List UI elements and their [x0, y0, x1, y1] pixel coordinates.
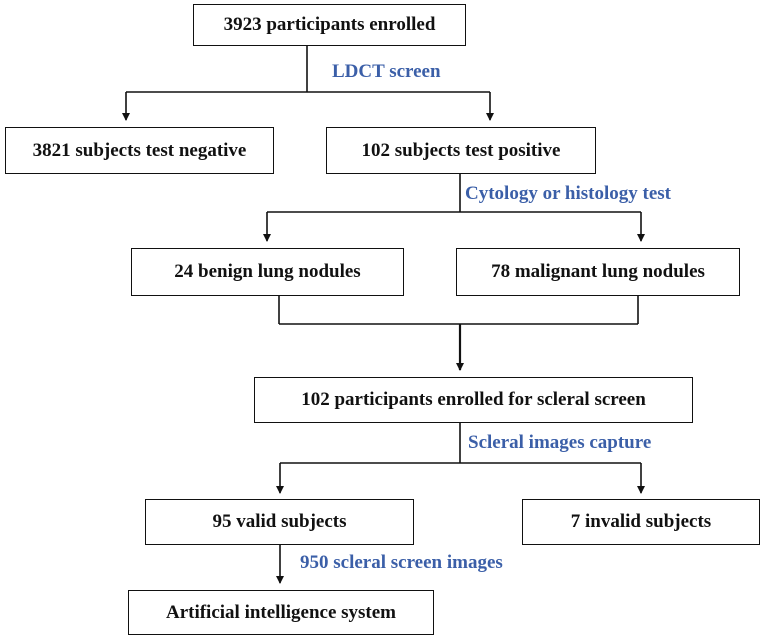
box-valid-subjects: 95 valid subjects — [145, 499, 414, 545]
label-ldct-screen: LDCT screen — [332, 61, 441, 82]
box-scleral-enrolled: 102 participants enrolled for scleral sc… — [254, 377, 693, 423]
box-malignant-nodules: 78 malignant lung nodules — [456, 248, 740, 296]
box-test-negative: 3821 subjects test negative — [5, 127, 274, 174]
box-participants-enrolled: 3923 participants enrolled — [193, 4, 466, 46]
box-invalid-subjects: 7 invalid subjects — [522, 499, 760, 545]
box-test-positive: 102 subjects test positive — [326, 127, 596, 174]
box-benign-nodules: 24 benign lung nodules — [131, 248, 404, 296]
label-cytology-histology: Cytology or histology test — [465, 183, 671, 204]
label-scleral-capture: Scleral images capture — [468, 432, 652, 453]
label-scleral-images: 950 scleral screen images — [300, 552, 503, 573]
box-ai-system: Artificial intelligence system — [128, 590, 434, 635]
